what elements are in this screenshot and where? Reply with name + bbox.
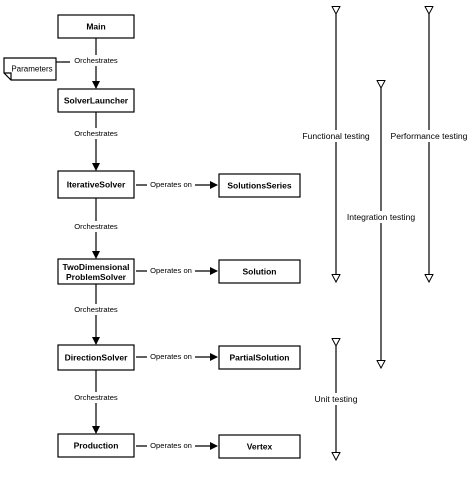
edge-label-orchestrates: Orchestrates: [74, 222, 118, 231]
integration-testing-label: Integration testing: [347, 212, 416, 222]
node-solutions-series-label: SolutionsSeries: [227, 181, 292, 191]
performance-testing-label: Performance testing: [391, 131, 468, 141]
edge-label-operates-on: Operates on: [150, 180, 192, 189]
node-parameters-label: Parameters: [11, 65, 52, 74]
functional-testing-label: Functional testing: [302, 131, 370, 141]
node-solver-launcher-label: SolverLauncher: [64, 96, 129, 106]
edge-label-orchestrates: Orchestrates: [74, 56, 118, 65]
node-partial-solution: PartialSolution: [218, 345, 301, 370]
node-production-label: Production: [74, 441, 119, 451]
node-solutions-series: SolutionsSeries: [218, 173, 301, 198]
node-main: Main: [57, 14, 135, 39]
unit-testing-label: Unit testing: [315, 394, 358, 404]
edge-label-operates-on: Operates on: [150, 266, 192, 275]
node-main-label: Main: [86, 22, 105, 32]
node-solution-label: Solution: [243, 267, 277, 277]
node-production: Production: [57, 433, 135, 458]
edge-label-operates-on: Operates on: [150, 441, 192, 450]
node-two-dimensional-label-line1: TwoDimensional: [63, 262, 130, 272]
edge-label-orchestrates: Orchestrates: [74, 129, 118, 138]
node-direction-solver-label: DirectionSolver: [65, 353, 129, 363]
node-direction-solver: DirectionSolver: [57, 344, 135, 371]
edge-label-orchestrates: Orchestrates: [74, 305, 118, 314]
node-iterative-solver: IterativeSolver: [57, 170, 135, 199]
node-parameters: Parameters: [3, 57, 57, 81]
node-two-dimensional-problem-solver: TwoDimensional ProblemSolver: [57, 258, 135, 285]
edge-label-operates-on: Operates on: [150, 352, 192, 361]
node-solution: Solution: [218, 259, 301, 284]
node-solver-launcher: SolverLauncher: [57, 88, 135, 113]
edge-label-orchestrates: Orchestrates: [74, 393, 118, 402]
node-iterative-solver-label: IterativeSolver: [67, 180, 126, 190]
node-two-dimensional-label-line2: ProblemSolver: [66, 272, 127, 282]
node-vertex-label: Vertex: [247, 442, 273, 452]
node-partial-solution-label: PartialSolution: [230, 353, 290, 363]
node-vertex: Vertex: [218, 434, 301, 459]
